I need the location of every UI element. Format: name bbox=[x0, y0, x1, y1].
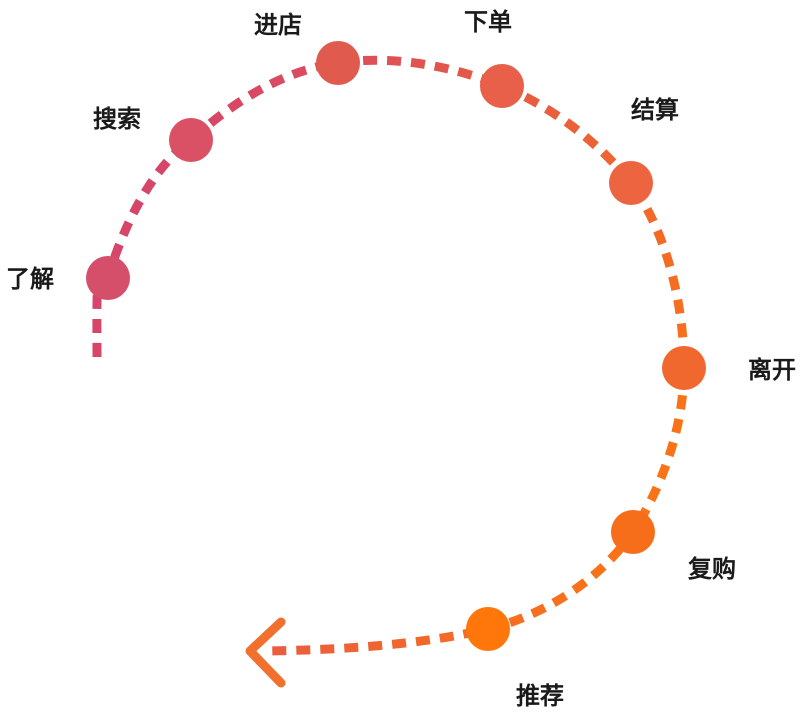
step-node[interactable] bbox=[480, 64, 524, 108]
step-label: 搜索 bbox=[93, 105, 141, 133]
step-node[interactable] bbox=[662, 346, 706, 390]
step-recommend[interactable]: 推荐 bbox=[466, 607, 564, 710]
step-label: 进店 bbox=[254, 11, 302, 39]
step-understand[interactable]: 了解 bbox=[6, 256, 130, 300]
step-label: 推荐 bbox=[516, 682, 564, 710]
step-label: 结算 bbox=[631, 96, 679, 124]
step-place-order[interactable]: 下单 bbox=[464, 8, 524, 108]
step-label: 下单 bbox=[464, 8, 512, 36]
step-node[interactable] bbox=[466, 607, 510, 651]
step-node[interactable] bbox=[316, 41, 360, 85]
step-leave[interactable]: 离开 bbox=[662, 346, 796, 390]
step-enter-store[interactable]: 进店 bbox=[254, 11, 360, 85]
steps-layer: 了解 搜索 进店 下单 结算 离开 bbox=[6, 8, 796, 710]
step-search[interactable]: 搜索 bbox=[93, 105, 213, 162]
step-label: 离开 bbox=[748, 356, 796, 384]
step-node[interactable] bbox=[86, 256, 130, 300]
step-label: 了解 bbox=[6, 265, 54, 293]
journey-dashed-path bbox=[92, 55, 689, 656]
arrowhead-icon bbox=[245, 617, 286, 688]
step-node[interactable] bbox=[169, 118, 213, 162]
step-node[interactable] bbox=[611, 510, 655, 554]
step-node[interactable] bbox=[609, 161, 653, 205]
step-label: 复购 bbox=[687, 555, 736, 583]
step-repurchase[interactable]: 复购 bbox=[611, 510, 736, 583]
step-checkout[interactable]: 结算 bbox=[609, 96, 679, 205]
